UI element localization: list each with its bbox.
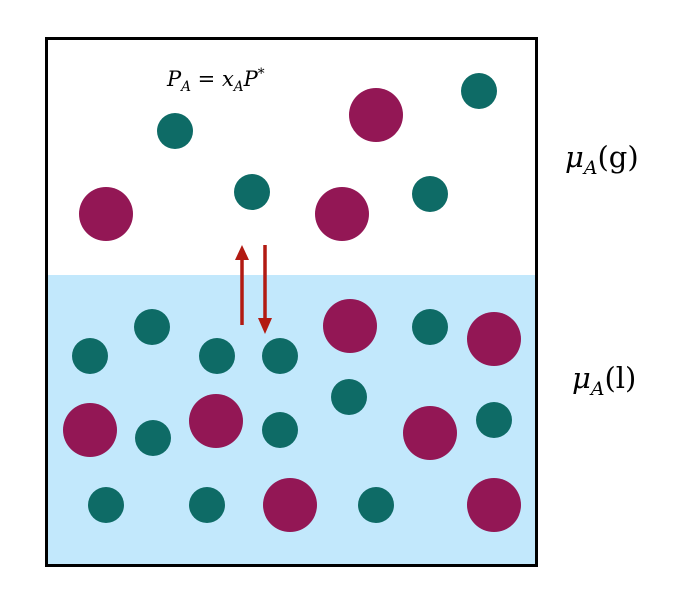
small-particle [134,309,170,345]
large-particle [323,299,377,353]
large-particle [189,394,243,448]
up-arrowhead-icon [235,245,249,260]
mu-sub: A [583,157,598,179]
eq-x-sub: A [233,79,244,96]
large-particle [315,187,369,241]
eq-equals: = [191,67,222,91]
small-particle [331,379,367,415]
eq-P-sub: A [181,79,191,96]
large-particle [349,88,403,142]
down-arrowhead-icon [258,318,272,334]
eq-P: P [167,67,182,91]
container-border [45,37,538,567]
small-particle [412,176,448,212]
phase-l: (l) [604,361,637,395]
large-particle [63,403,117,457]
small-particle [189,487,225,523]
particles [63,73,521,532]
small-particle [88,487,124,523]
large-particle [263,478,317,532]
small-particle [72,338,108,374]
phase-g: (g) [597,140,639,174]
equilibrium-arrows [235,245,272,334]
mu-sub: A [590,378,605,400]
raoult-law-equation: PA = xAP* [167,66,265,95]
small-particle [199,338,235,374]
large-particle [467,312,521,366]
liquid-chemical-potential-label: μA(l) [572,361,636,400]
small-particle [157,113,193,149]
small-particle [135,420,171,456]
large-particle [79,187,133,241]
small-particle [358,487,394,523]
eq-x: x [221,67,234,91]
eq-star: * [257,66,265,82]
small-particle [412,309,448,345]
gas-phase-region [45,37,538,275]
eq-Pstar: P [243,67,258,91]
small-particle [262,338,298,374]
small-particle [476,402,512,438]
mu-symbol: μ [565,140,584,174]
mu-symbol: μ [572,361,591,395]
small-particle [461,73,497,109]
small-particle [234,174,270,210]
large-particle [467,478,521,532]
gas-chemical-potential-label: μA(g) [565,140,639,179]
large-particle [403,406,457,460]
small-particle [262,412,298,448]
